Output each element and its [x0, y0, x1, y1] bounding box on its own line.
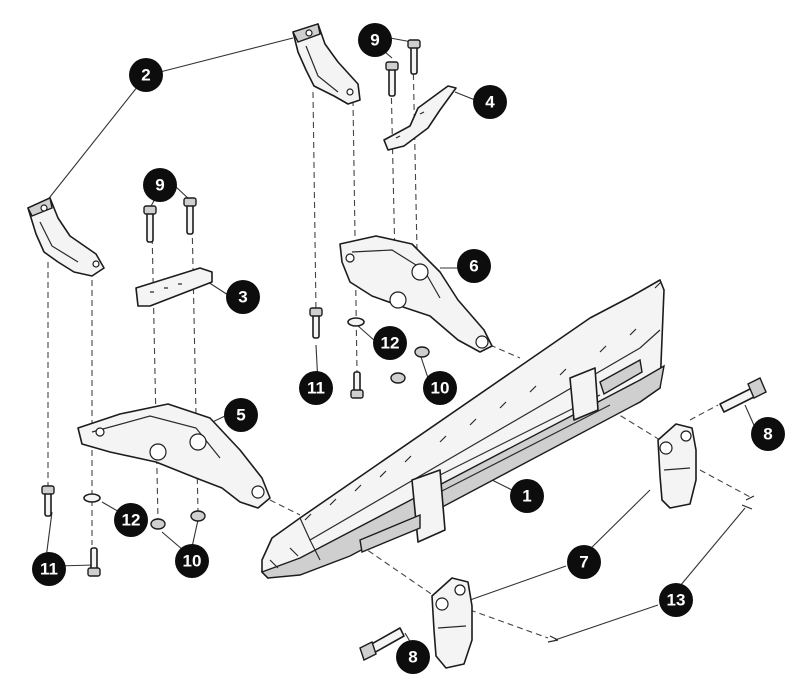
callout-12-upper: 12	[373, 326, 407, 360]
svg-text:11: 11	[40, 560, 58, 579]
svg-text:3: 3	[238, 288, 247, 307]
callout-4: 4	[473, 85, 507, 119]
fasteners	[41, 39, 755, 643]
callout-8-lower: 8	[396, 640, 430, 674]
svg-text:9: 9	[370, 31, 379, 50]
mounting-bracket-lower	[27, 196, 105, 277]
callout-10-lower: 10	[175, 544, 209, 578]
tow-hook-left	[431, 577, 473, 669]
tow-hook-right	[657, 423, 697, 509]
callout-11-lower: 11	[32, 552, 66, 586]
callout-1: 1	[510, 479, 544, 513]
callout-6: 6	[457, 249, 491, 283]
brace-plate-4	[383, 85, 457, 151]
brace-plate-3	[135, 267, 213, 307]
svg-text:1: 1	[522, 487, 531, 506]
callout-8-upper: 8	[751, 417, 785, 451]
svg-text:12: 12	[122, 511, 141, 530]
tow-pin-lower	[359, 627, 405, 661]
svg-text:7: 7	[579, 553, 588, 572]
callout-11-upper: 11	[299, 371, 333, 405]
svg-text:8: 8	[763, 425, 772, 444]
svg-text:10: 10	[431, 379, 450, 398]
svg-text:8: 8	[408, 648, 417, 667]
callout-5: 5	[224, 398, 258, 432]
tow-mount-bracket-6	[339, 235, 493, 353]
callout-9-lower: 9	[143, 168, 177, 202]
svg-text:10: 10	[183, 552, 202, 571]
callout-10-upper: 10	[423, 371, 457, 405]
svg-text:13: 13	[667, 591, 686, 610]
callout-9-upper: 9	[358, 23, 392, 57]
callout-3: 3	[226, 280, 260, 314]
mounting-bracket-upper	[292, 23, 361, 105]
svg-text:6: 6	[469, 257, 478, 276]
callout-2: 2	[129, 58, 163, 92]
callout-13: 13	[659, 583, 693, 617]
svg-text:5: 5	[236, 406, 245, 425]
svg-text:2: 2	[141, 66, 150, 85]
svg-text:11: 11	[307, 379, 325, 398]
svg-text:9: 9	[155, 176, 164, 195]
svg-text:12: 12	[381, 334, 400, 353]
callout-7: 7	[567, 545, 601, 579]
svg-text:4: 4	[485, 93, 495, 112]
callout-12-lower: 12	[114, 503, 148, 537]
tow-mount-bracket-5	[77, 403, 271, 509]
bumper-beam	[260, 279, 665, 579]
tow-pin-upper	[719, 377, 767, 413]
